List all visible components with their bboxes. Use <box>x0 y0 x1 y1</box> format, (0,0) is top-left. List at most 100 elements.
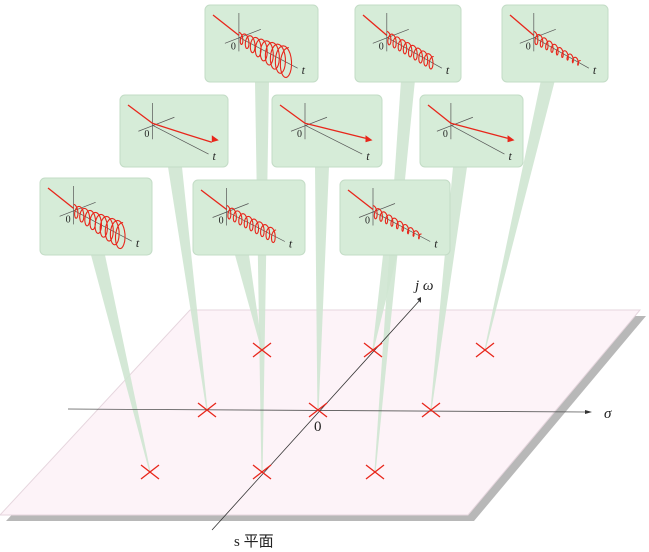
leader-line <box>430 167 467 410</box>
card-t-label: t <box>446 63 450 77</box>
card-background <box>354 4 462 83</box>
card-imag-axis <box>224 29 262 44</box>
card-curve-lead <box>347 189 374 211</box>
arrowhead-icon <box>211 135 219 143</box>
card-origin-label: 0 <box>526 41 531 52</box>
card-background <box>501 4 609 83</box>
jomega-arrowhead <box>417 297 421 303</box>
pole-marker <box>421 402 441 418</box>
pole-x-icon <box>197 402 217 418</box>
card-top-left: 0t <box>204 4 319 83</box>
card-time-axis <box>152 124 209 155</box>
card-curve-lead <box>509 14 535 36</box>
pole-x-icon <box>252 464 272 480</box>
card-mid-right: 0t <box>419 94 524 168</box>
leader-line <box>374 80 415 472</box>
card-curve-lead <box>427 104 452 124</box>
card-helix-curve <box>372 204 422 240</box>
leader-line <box>315 167 329 410</box>
card-curve-lead <box>200 189 227 211</box>
card-t-label: t <box>508 149 512 163</box>
card-background <box>204 4 319 83</box>
card-time-axis <box>304 124 363 155</box>
s-plane-label: s 平面 <box>234 534 274 550</box>
card-mid-left: 0t <box>119 94 229 168</box>
leader-line <box>168 167 208 410</box>
card-t-label: t <box>434 237 438 251</box>
card-helix-curve <box>238 31 293 79</box>
s-plane <box>0 309 646 521</box>
card-t-label: t <box>136 236 140 250</box>
pole-x-icon <box>475 342 495 358</box>
pole-marker <box>363 342 383 358</box>
leader-line <box>235 255 263 350</box>
card-t-label: t <box>593 63 597 77</box>
card-curve-lead <box>279 104 306 124</box>
axes: σ j ω 0 s 平面 <box>67 278 612 550</box>
sigma-axis <box>67 408 586 413</box>
pole-marker <box>252 342 272 358</box>
card-curve-lead <box>212 14 240 36</box>
card-mid-center: 0t <box>271 94 383 168</box>
arrowhead-icon <box>365 135 373 143</box>
sigma-label: σ <box>604 406 612 422</box>
card-background <box>192 179 306 256</box>
card-background <box>339 179 451 256</box>
card-helix-curve <box>73 203 126 250</box>
pole-marker <box>140 464 160 480</box>
pole-marker <box>197 402 217 418</box>
card-line-curve <box>304 122 366 139</box>
pole-x-icon <box>363 342 383 358</box>
card-line-curve <box>450 122 508 139</box>
card-curve-lead <box>362 14 388 36</box>
pole-marker <box>365 464 385 480</box>
card-origin-label: 0 <box>297 129 302 140</box>
card-background <box>39 177 153 256</box>
jomega-label: j ω <box>413 278 434 294</box>
card-line-curve <box>152 122 212 143</box>
card-time-axis <box>450 124 505 155</box>
card-origin-label: 0 <box>219 216 224 227</box>
leader-line <box>372 255 397 350</box>
card-origin-label: 0 <box>365 216 370 227</box>
leader-line <box>484 80 555 350</box>
card-t-label: t <box>289 237 293 251</box>
pole-x-icon <box>252 342 272 358</box>
card-helix-curve <box>533 30 581 66</box>
card-helix-curve <box>386 30 434 70</box>
sigma-arrowhead <box>585 410 592 414</box>
jomega-axis <box>211 299 421 531</box>
card-curve-lead <box>47 187 75 209</box>
pole-x-icon <box>421 402 441 418</box>
card-origin-label: 0 <box>231 41 236 52</box>
card-bottom-right: 0t <box>339 179 451 256</box>
card-t-label: t <box>213 149 217 163</box>
poles <box>140 342 495 480</box>
card-bottom-left: 0t <box>39 177 153 256</box>
pole-x-icon <box>140 464 160 480</box>
card-t-label: t <box>302 63 306 77</box>
card-curve-lead <box>127 104 153 124</box>
card-bottom-center: 0t <box>192 179 306 256</box>
card-helix-curve <box>226 204 277 244</box>
pole-x-icon <box>308 402 328 418</box>
card-origin-label: 0 <box>443 129 448 140</box>
pole-marker <box>475 342 495 358</box>
card-background <box>271 94 383 168</box>
card-origin-label: 0 <box>144 129 149 140</box>
card-t-label: t <box>366 149 370 163</box>
leader-line <box>91 255 151 472</box>
card-origin-label: 0 <box>379 41 384 52</box>
plane-surface <box>0 309 642 516</box>
pole-marker <box>308 402 328 418</box>
card-background <box>419 94 524 168</box>
arrowhead-icon <box>507 135 515 143</box>
origin-label: 0 <box>314 419 322 435</box>
pole-x-icon <box>365 464 385 480</box>
card-top-middle: 0t <box>354 4 462 83</box>
card-top-right: 0t <box>501 4 609 83</box>
pole-marker <box>252 464 272 480</box>
